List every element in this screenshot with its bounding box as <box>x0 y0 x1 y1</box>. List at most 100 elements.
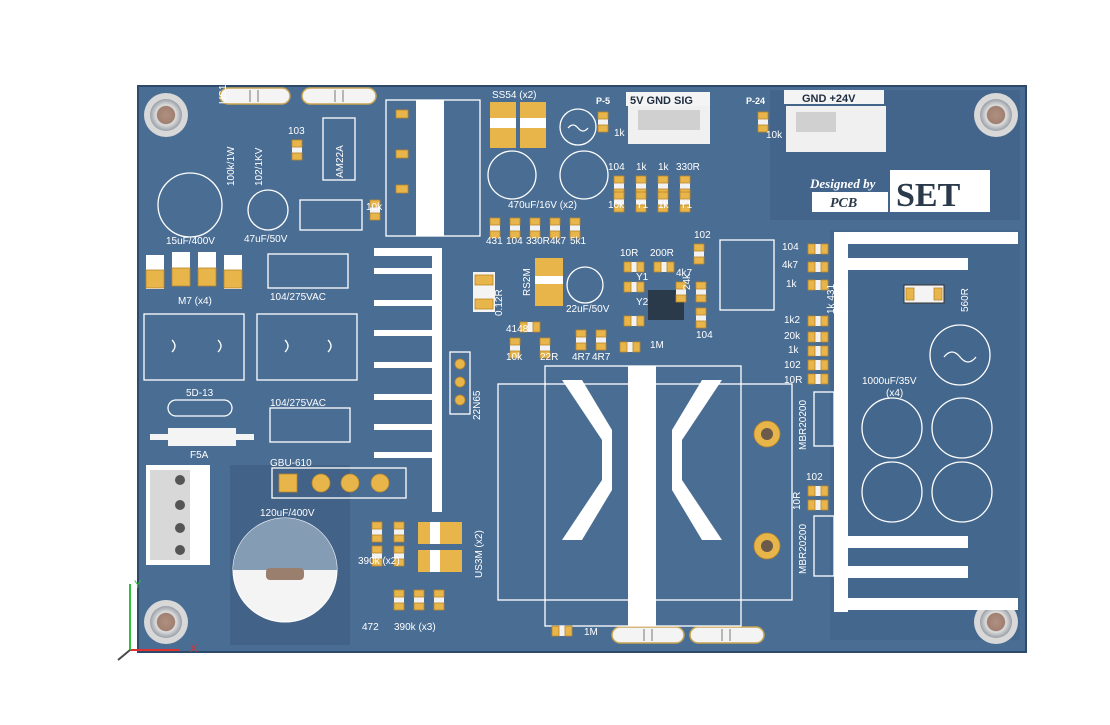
silkscreen-label-c104-275-a: 104/275VAC <box>270 292 326 303</box>
p5-pins-label: 5V GND SIG <box>630 95 693 107</box>
silkscreen-label-gbu610: GBU-610 <box>270 458 312 469</box>
y-capacitor <box>219 87 765 644</box>
am22a-ic <box>322 117 356 181</box>
silkscreen-label-row-330r-b: 330R <box>526 236 550 247</box>
silkscreen-label-c102-a: 102 <box>694 230 711 241</box>
smd-pad-pair <box>613 191 625 213</box>
silkscreen-label-r390k-x3: 390k (x3) <box>394 622 436 633</box>
silkscreen-label-vac-in: VAC-IN <box>195 490 206 523</box>
silkscreen-label-row-y1-b: Y1 <box>680 200 693 211</box>
transformer <box>497 365 793 627</box>
silkscreen-label-c104-c: 104 <box>696 330 713 341</box>
silkscreen-label-am22a: AM22A <box>335 145 346 178</box>
output-capacitors <box>861 397 993 523</box>
silkscreen-label-c472: 472 <box>362 622 379 633</box>
fuse <box>150 428 254 446</box>
smd-pad-pair <box>693 243 705 265</box>
silkscreen-label-row-5k1: 5k1 <box>570 236 587 247</box>
smd-pad-pair <box>433 589 445 611</box>
smd-pad-pair <box>807 373 829 385</box>
silkscreen-label-r10r-b: 10R <box>792 492 803 510</box>
smd-pad-pair <box>653 261 675 273</box>
silkscreen-label-right-1k-b: 1k <box>788 345 800 356</box>
smd-pad-pair <box>595 329 607 351</box>
silkscreen-label-c1000uf: 1000uF/35V <box>862 376 917 387</box>
smd-pad-pair <box>393 589 405 611</box>
ss54-diodes <box>490 102 546 148</box>
silkscreen-label-row-4k7: 4k7 <box>550 236 567 247</box>
silkscreen-label-row-10k: 10k <box>608 200 625 211</box>
silkscreen-label-r24k: 24k <box>682 273 693 290</box>
silkscreen-label-right-104: 104 <box>782 242 799 253</box>
silkscreen-label-r10k-top: 10k <box>766 130 783 141</box>
output-inductor <box>929 324 991 386</box>
silkscreen-label-right-431: 1k 431 <box>826 284 837 314</box>
silkscreen-label-r10k-a: 10k <box>366 202 383 213</box>
smd-pad-pair <box>371 521 383 543</box>
mosfet-22n65 <box>449 351 471 415</box>
smd-pad-pair <box>657 191 669 213</box>
smd-pad-pair <box>695 281 707 303</box>
smd-pad-pair <box>675 281 687 303</box>
silkscreen-label-r1k-a: 1k <box>614 128 626 139</box>
x-capacitor <box>267 253 349 289</box>
p5-label: P-5 <box>596 96 610 106</box>
smd-pad-pair <box>393 521 405 543</box>
smd-pad-pair <box>519 321 541 333</box>
smd-pads <box>291 111 829 637</box>
silkscreen-label-c102-1kv: 102/1KV <box>254 147 265 186</box>
designed-by-text: Designed by <box>809 176 876 191</box>
silkscreen-label-r22r: 22R <box>540 352 558 363</box>
silkscreen-label-ss54: SS54 (x2) <box>492 90 536 101</box>
x-axis-label: X <box>190 643 198 655</box>
silkscreen-label-q22n65: 22N65 <box>472 390 483 420</box>
silkscreen-label-mbr-b: MBR20200 <box>798 524 809 574</box>
connector-label-backdrop <box>784 90 884 104</box>
smd-pad-pair <box>635 191 647 213</box>
silkscreen-label-r4r7-a: 4R7 <box>572 352 591 363</box>
smd-pad-pair <box>807 331 829 343</box>
smd-pad-pair <box>371 545 383 567</box>
electrolytic-capacitors <box>157 108 609 304</box>
silkscreen-label-right-4k7: 4k7 <box>782 260 799 271</box>
silkscreen-label-r390k-x2: 390k (x2) <box>358 556 400 567</box>
silkscreen-label-row-1k-a: 1k <box>636 162 648 173</box>
smd-pad-pair <box>695 307 707 329</box>
smd-pad-pair <box>807 315 829 327</box>
silkscreen-label-row-104: 104 <box>608 162 625 173</box>
smd-pad-pair <box>597 111 609 133</box>
silkscreen-label-c104-275-b: 104/275VAC <box>270 398 326 409</box>
regulator-footprint <box>385 99 481 237</box>
connector-p24 <box>786 106 886 152</box>
vac-in-terminal <box>146 465 210 565</box>
silkscreen-label-y1-c: Y1 <box>636 272 649 283</box>
smd-pad-pair <box>807 345 829 357</box>
bulk-capacitor <box>232 517 338 623</box>
set-text: SET <box>896 177 961 214</box>
m7-diodes <box>145 252 243 289</box>
silkscreen-label-right-10r: 10R <box>784 375 802 386</box>
bridge-rectifier <box>271 467 407 499</box>
silkscreen-label-r200r: 200R <box>650 248 674 259</box>
silkscreen-label-c470uf: 470uF/16V (x2) <box>508 200 577 211</box>
silkscreen-label-us1m: US1M <box>218 76 229 104</box>
silkscreen-label-c1000uf-x4: (x4) <box>886 388 903 399</box>
silkscreen-label-c103: 103 <box>288 126 305 137</box>
optocoupler-2 <box>299 199 363 231</box>
silkscreen-label-y2: Y2 <box>636 297 649 308</box>
silkscreen-label-row-431: 431 <box>486 236 503 247</box>
smd-pad-pair <box>575 329 587 351</box>
silkscreen-label-row-104b: 104 <box>506 236 523 247</box>
smd-pad-pair <box>509 217 521 239</box>
silkscreen-label-row-y1-a: Y1 <box>636 200 649 211</box>
silkscreen-label-row-330r: 330R <box>676 162 700 173</box>
silkscreen-label-c22uf: 22uF/50V <box>566 304 610 315</box>
smd-pad-pair <box>551 625 573 637</box>
silkscreen-label-mbr-a: MBR20200 <box>798 400 809 450</box>
silkscreen-label-r1m-a: 1M <box>650 340 664 351</box>
smd-pad-pair <box>757 111 769 133</box>
silkscreen-label-c47uf: 47uF/50V <box>244 234 288 245</box>
credit-logo: Designed by PCB SET <box>809 170 990 214</box>
